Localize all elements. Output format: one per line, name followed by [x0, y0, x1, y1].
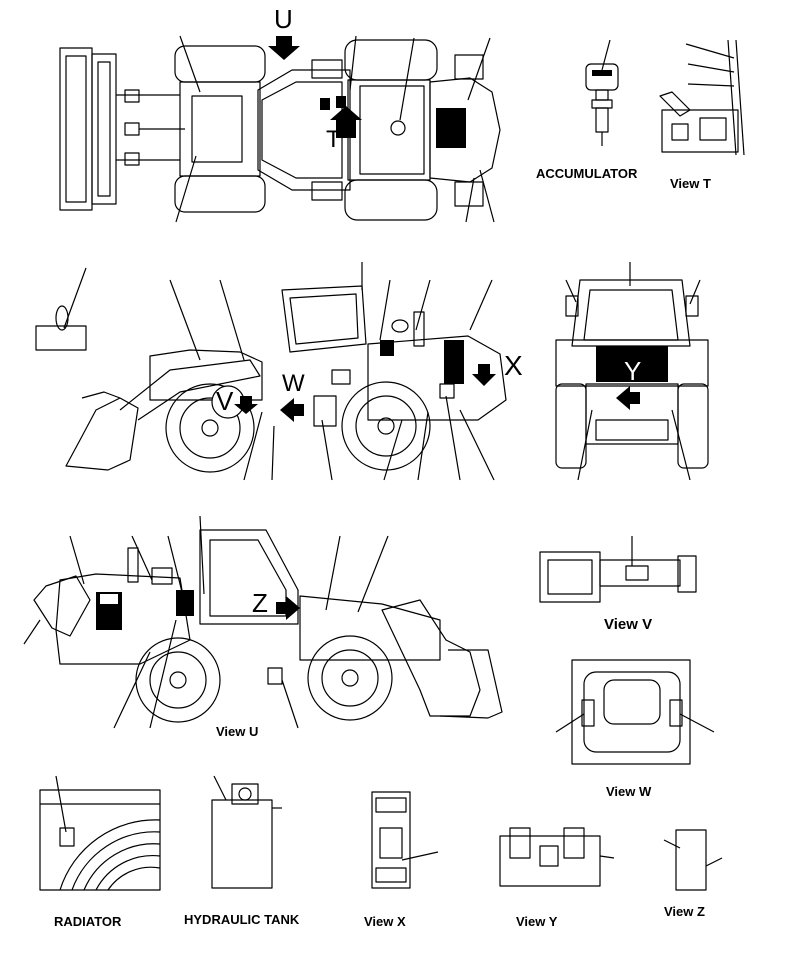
view-z-figure	[663, 829, 723, 891]
view-marker-x: X	[504, 350, 523, 381]
hydraulic-tank-figure	[211, 775, 282, 889]
view-x-figure	[371, 791, 439, 889]
view-marker-t: T	[326, 126, 341, 153]
top-view	[59, 35, 501, 223]
label-radiator: RADIATOR	[54, 914, 122, 929]
view-marker-u: U	[274, 4, 293, 34]
rear-view	[555, 262, 709, 481]
view-marker-y: Y	[624, 356, 642, 386]
label-hydraulic-tank: HYDRAULIC TANK	[184, 912, 300, 927]
left-side-view	[35, 262, 507, 481]
view-w-figure	[555, 659, 715, 765]
label-view-u: View U	[216, 724, 259, 739]
radiator-figure	[39, 775, 161, 891]
label-view-v: View V	[604, 616, 653, 633]
view-t-figure	[659, 39, 745, 156]
label-view-z: View Z	[664, 904, 705, 919]
view-marker-v: V	[216, 386, 234, 416]
view-marker-z: Z	[252, 588, 268, 618]
right-side-view	[23, 515, 503, 729]
accumulator-figure	[585, 39, 619, 146]
label-view-y: View Y	[516, 914, 558, 929]
view-v-figure	[539, 536, 697, 603]
label-view-x: View X	[364, 914, 406, 929]
label-view-w: View W	[606, 784, 652, 799]
view-marker-w: W	[282, 370, 305, 397]
view-y-figure	[499, 827, 615, 887]
label-view-t: View T	[670, 176, 711, 191]
label-accumulator: ACCUMULATOR	[536, 166, 638, 181]
